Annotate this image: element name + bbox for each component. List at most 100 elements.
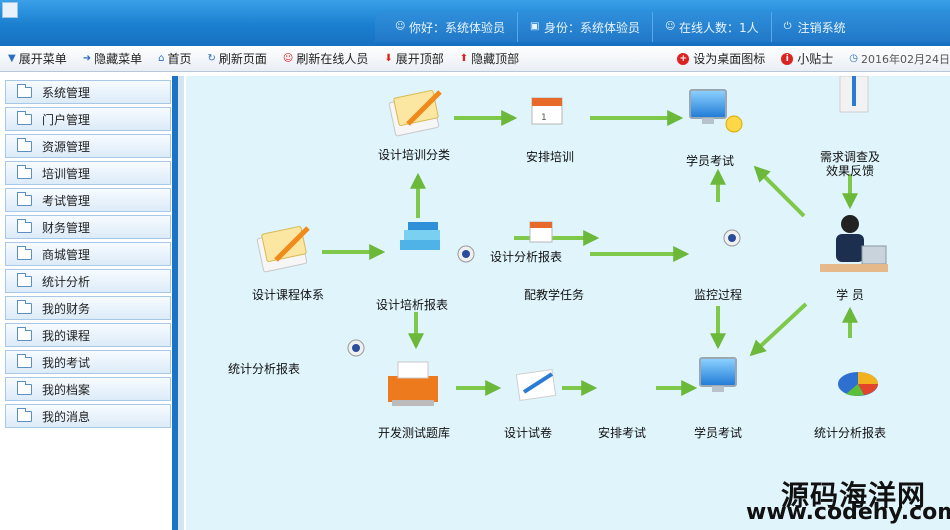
folder-icon	[17, 245, 32, 260]
notebook-pen-icon-category	[388, 90, 442, 137]
sidebar-item-finance[interactable]: 财务管理	[5, 215, 171, 239]
pie-chart-icon-stats	[838, 372, 878, 396]
node-student-exam-top[interactable]: 学员考试	[685, 154, 735, 168]
sidebar-splitter[interactable]	[172, 76, 178, 530]
monitor-icon-exam-bottom	[699, 357, 737, 392]
refresh-page-button[interactable]: ↻刷新页面	[207, 52, 267, 66]
refresh-icon: ↻	[207, 53, 216, 64]
toolbar: ▼展开菜单 ➜隐藏菜单 ⌂首页 ↻刷新页面 ☺刷新在线人员 ⬇展开顶部 ⬆隐藏顶…	[0, 46, 950, 72]
folder-icon	[17, 353, 32, 368]
folder-icon	[17, 83, 32, 98]
arrow-down-icon: ⬇	[384, 53, 393, 64]
folder-icon	[17, 164, 32, 179]
node-design-analysis-report[interactable]: 设计培析报表	[375, 298, 449, 312]
sidebar-splitter-shadow	[178, 76, 184, 530]
node-design-training-category[interactable]: 设计培训分类	[377, 148, 451, 162]
info-icon: i	[781, 52, 794, 65]
expand-top-button[interactable]: ⬇展开顶部	[384, 52, 444, 66]
pin-icon: ▼	[8, 53, 16, 64]
folder-icon	[17, 218, 32, 233]
top-banner: ☺你好：系统体验员 ▣身份：系统体验员 ☺在线人数：1人 ⏻注销系统	[0, 0, 950, 46]
folder-icon	[17, 407, 32, 422]
arrow-student-to-exam	[753, 165, 806, 218]
plus-circle-icon: +	[677, 52, 690, 65]
clock-icon: ◷	[849, 53, 858, 64]
node-arrange-exam[interactable]: 安排考试	[597, 426, 647, 440]
hide-menu-button[interactable]: ➜隐藏菜单	[82, 52, 143, 66]
sidebar-item-system[interactable]: 系统管理	[5, 80, 171, 104]
folder-icon	[17, 191, 32, 206]
books-icon-report	[400, 222, 440, 250]
webcam-icon-1	[457, 245, 475, 263]
folder-icon	[17, 326, 32, 341]
set-desktop-icon-button[interactable]: +设为桌面图标	[669, 46, 773, 72]
svg-text:1: 1	[541, 113, 547, 123]
calendar-icon-assign	[529, 221, 553, 243]
student-at-desk-icon	[820, 215, 888, 272]
refresh-online-button[interactable]: ☺刷新在线人员	[282, 52, 369, 66]
pencil-icon-paper	[515, 369, 557, 401]
node-student[interactable]: 学 员	[836, 288, 864, 302]
calendar-icon-arrange: 1	[531, 97, 563, 125]
folder-icon	[17, 299, 32, 314]
greeting: ☺你好：系统体验员	[395, 20, 506, 35]
node-design-curriculum[interactable]: 设计课程体系	[251, 288, 325, 302]
flow-arrows	[322, 110, 858, 396]
arrow-up-icon: ⬆	[459, 53, 469, 64]
sidebar-item-mall[interactable]: 商城管理	[5, 242, 171, 266]
sidebar-item-resource[interactable]: 资源管理	[5, 134, 171, 158]
folder-icon	[17, 380, 32, 395]
user-info-bar: ☺你好：系统体验员 ▣身份：系统体验员 ☺在线人数：1人 ⏻注销系统	[375, 12, 950, 42]
power-icon: ⏻	[783, 21, 792, 32]
sidebar-item-stats[interactable]: 统计分析	[5, 269, 171, 293]
sidebar-item-my-finance[interactable]: 我的财务	[5, 296, 171, 320]
logo-image-broken	[2, 2, 18, 18]
hide-top-button[interactable]: ⬆隐藏顶部	[459, 52, 520, 66]
node-monitor-process[interactable]: 监控过程	[693, 288, 743, 302]
notebook-pen-icon-curriculum	[256, 226, 310, 273]
workflow-canvas: 1	[256, 76, 888, 406]
sidebar-item-training[interactable]: 培训管理	[5, 161, 171, 185]
user-icon: ☺	[395, 21, 406, 32]
folder-icon	[17, 272, 32, 287]
logout-button[interactable]: ⏻注销系统	[770, 12, 858, 42]
watermark-url: www.codehy.com	[746, 500, 950, 525]
sidebar-item-exam[interactable]: 考试管理	[5, 188, 171, 212]
sidebar-item-my-course[interactable]: 我的课程	[5, 323, 171, 347]
monitor-icon-exam-top	[689, 89, 743, 133]
node-stat-report-right[interactable]: 统计分析报表	[813, 426, 887, 440]
sidebar-item-my-message[interactable]: 我的消息	[5, 404, 171, 428]
survey-pen-icon	[839, 76, 869, 113]
node-needs-survey-line2[interactable]: 效果反馈	[825, 164, 875, 178]
online-count: ☺在线人数：1人	[652, 12, 771, 42]
home-button[interactable]: ⌂首页	[158, 52, 192, 66]
user-refresh-icon: ☺	[282, 53, 294, 64]
node-assign-teaching[interactable]: 配教学任务	[523, 288, 585, 302]
folder-icon	[17, 137, 32, 152]
sidebar-item-my-archive[interactable]: 我的档案	[5, 377, 171, 401]
sidebar-item-portal[interactable]: 门户管理	[5, 107, 171, 131]
node-stat-report-left[interactable]: 统计分析报表	[227, 362, 301, 376]
arrow-student-to-exam-bottom	[749, 302, 808, 357]
arrow-right-icon: ➜	[82, 53, 92, 64]
current-date: ◷2016年02月24日	[849, 52, 950, 66]
webcam-icon-monitor	[723, 229, 741, 247]
identity: ▣身份：系统体验员	[517, 12, 652, 42]
node-student-exam-bottom[interactable]: 学员考试	[693, 426, 743, 440]
webcam-icon-2	[347, 339, 365, 357]
id-card-icon: ▣	[530, 21, 540, 32]
expand-menu-button[interactable]: ▼展开菜单	[8, 52, 67, 66]
node-develop-question-bank[interactable]: 开发测试题库	[377, 426, 451, 440]
person-icon: ☺	[665, 21, 676, 32]
workflow-diagram: 1	[186, 76, 950, 530]
home-icon: ⌂	[158, 53, 165, 64]
node-design-analysis-report-overlap: 设计分析报表	[489, 250, 563, 264]
node-arrange-training[interactable]: 安排培训	[525, 150, 575, 164]
sidebar-menu: 系统管理 门户管理 资源管理 培训管理 考试管理 财务管理 商城管理 统计分析 …	[0, 76, 172, 530]
node-design-paper[interactable]: 设计试卷	[503, 426, 553, 440]
sidebar-item-my-exam[interactable]: 我的考试	[5, 350, 171, 374]
node-needs-survey-line1[interactable]: 需求调查及	[819, 150, 881, 164]
folder-icon	[17, 110, 32, 125]
